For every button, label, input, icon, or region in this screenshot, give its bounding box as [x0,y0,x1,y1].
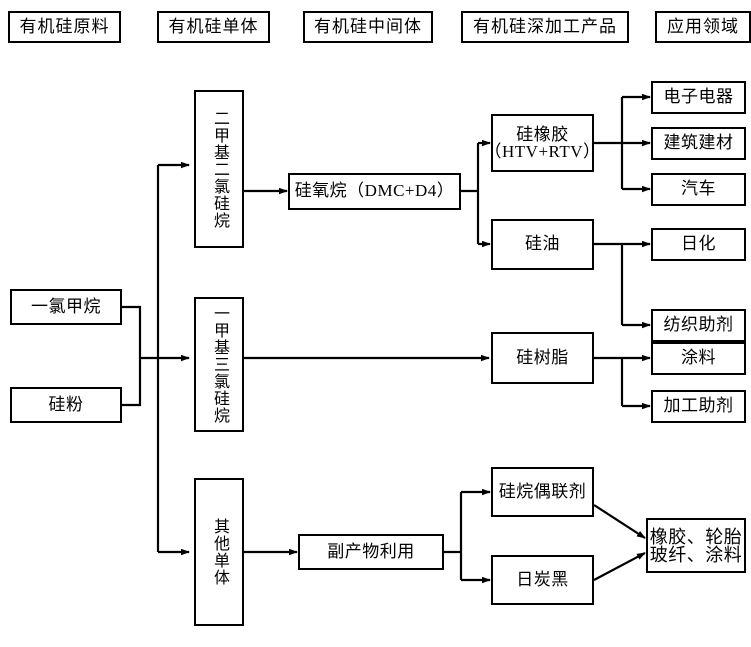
header-label: 应用领域 [667,16,739,36]
node-label: 硅粉 [48,394,84,414]
node-product-silicone-resin: 硅树脂 [491,332,594,384]
node-label: 日炭黑 [516,569,569,589]
node-application-daily-chemical: 日化 [651,228,746,261]
node-label: 汽车 [681,179,716,199]
header-intermediates: 有机硅中间体 [303,11,433,43]
header-label: 有机硅单体 [168,16,259,36]
node-raw-material-chloromethane: 一氯甲烷 [10,289,122,325]
node-monomer-methyltrichlorosilane: 一甲基三氯硅烷 [194,297,244,432]
header-label: 有机硅原料 [19,16,110,36]
node-application-coatings: 涂料 [651,342,746,375]
node-application-construction: 建筑建材 [651,127,746,160]
node-product-carbon-black: 日炭黑 [491,555,594,605]
node-label: 一甲基三氯硅烷 [211,305,228,424]
node-raw-material-silicon-powder: 硅粉 [10,387,122,423]
node-label: 电子电器 [663,87,734,107]
node-label: 其他单体 [211,518,228,586]
node-label: 硅油 [525,234,560,254]
node-label: 硅烷偶联剂 [498,481,587,501]
node-product-silicone-rubber: 硅橡胶 （HTV+RTV） [485,114,600,172]
node-monomer-dimethyldichlorosilane: 二甲基二氯硅烷 [194,90,244,248]
node-label: 硅氧烷（DMC+D4） [294,181,455,201]
header-monomers: 有机硅单体 [157,11,270,43]
node-label: 二甲基二氯硅烷 [211,109,228,229]
node-application-rubber-tire-glassfiber-coatings: 橡胶、轮胎 玻纤、涂料 [646,518,746,573]
node-monomer-other: 其他单体 [194,478,244,626]
node-label: 橡胶、轮胎 玻纤、涂料 [649,526,743,565]
node-product-silane-coupling-agent: 硅烷偶联剂 [491,467,594,517]
node-intermediate-siloxane: 硅氧烷（DMC+D4） [288,173,461,210]
node-label: 副产物利用 [327,541,415,561]
node-label: 日化 [681,234,716,254]
header-label: 有机硅中间体 [314,16,422,36]
header-label: 有机硅深加工产品 [473,16,617,36]
header-applications: 应用领域 [655,11,751,43]
node-application-processing-aids: 加工助剂 [651,390,746,423]
node-application-textile-auxiliary: 纺织助剂 [651,309,746,342]
header-raw-materials: 有机硅原料 [8,11,121,43]
node-label: 硅橡胶 （HTV+RTV） [484,125,601,161]
node-product-silicone-oil: 硅油 [491,219,594,270]
header-processed-products: 有机硅深加工产品 [461,11,629,43]
node-label: 加工助剂 [663,396,734,416]
node-label: 建筑建材 [663,133,734,153]
node-application-automotive: 汽车 [651,173,746,206]
node-label: 涂料 [681,348,716,368]
node-label: 一氯甲烷 [31,296,101,316]
node-intermediate-byproduct-utilization: 副产物利用 [298,534,444,570]
node-application-electronics: 电子电器 [651,81,746,114]
node-label: 硅树脂 [516,347,569,367]
node-label: 纺织助剂 [663,315,734,335]
